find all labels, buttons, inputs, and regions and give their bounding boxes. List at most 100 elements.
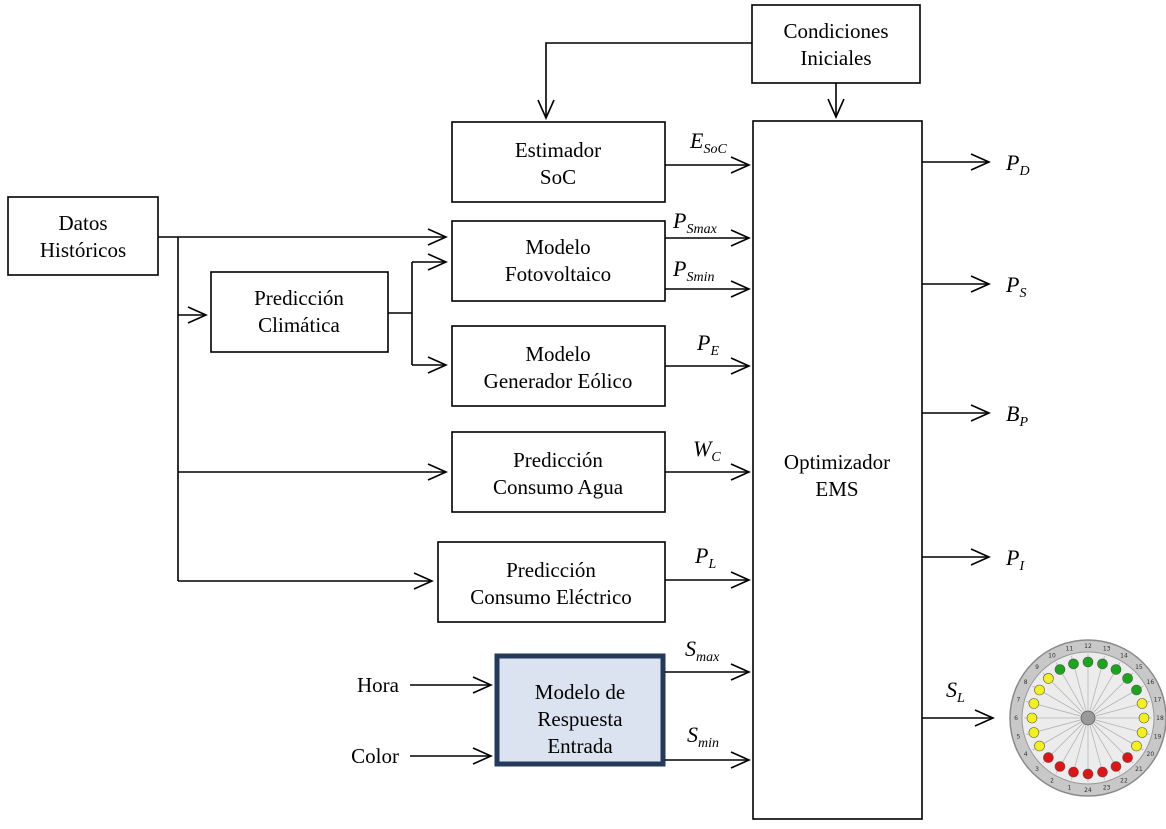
dial-hour-dot xyxy=(1131,740,1142,752)
signal-p-e: PE xyxy=(696,330,719,359)
optimizer-block: Optimizador EMS xyxy=(752,120,923,820)
wind-model-line2: Generador Eólico xyxy=(484,369,633,393)
wire-pe-to-optimizer xyxy=(665,357,751,375)
output-s-l: SL xyxy=(946,677,965,706)
dial-hour-dot xyxy=(1110,664,1122,675)
wire-psmin-to-optimizer xyxy=(665,280,751,298)
wire-smax-to-optimizer xyxy=(665,663,751,681)
dial-hour-dot xyxy=(1131,684,1142,696)
dial-hour-dot xyxy=(1026,712,1038,724)
soc-estimator-block: Estimador SoC xyxy=(451,121,666,203)
initial-conditions-line1: Condiciones xyxy=(784,19,889,43)
dial-hour-number: 2 xyxy=(1050,777,1054,784)
climate-prediction-block: Predicción Climática xyxy=(210,271,389,353)
response-model-line2: Respuesta xyxy=(537,707,623,731)
dial-hour-number: 20 xyxy=(1147,751,1155,758)
wind-model-block: Modelo Generador Eólico xyxy=(451,325,666,407)
electric-prediction-block: Predicción Consumo Eléctrico xyxy=(437,541,666,623)
initial-conditions-block: Condiciones Iniciales xyxy=(751,4,921,84)
dial-hour-number: 14 xyxy=(1120,653,1128,660)
signal-s-min: Smin xyxy=(687,722,719,751)
dial-hour-dot xyxy=(1043,752,1054,763)
output-p-s: PS xyxy=(1005,272,1026,301)
pv-model-block: Modelo Fotovoltaico xyxy=(451,220,666,302)
signal-p-smax: PSmax xyxy=(672,208,718,237)
dial-hour-number: 10 xyxy=(1048,653,1056,660)
dial-hour-dot xyxy=(1082,656,1094,668)
historical-data-block: Datos Históricos xyxy=(7,196,159,276)
initial-conditions-line2: Iniciales xyxy=(800,46,871,70)
dial-hour-dot xyxy=(1034,740,1045,752)
historical-data-line1: Datos xyxy=(59,211,108,235)
dial-hour-dot xyxy=(1136,698,1148,709)
hour-input-label: Hora xyxy=(357,673,400,697)
dial-hour-dot xyxy=(1138,712,1150,724)
climate-prediction-line2: Climática xyxy=(258,313,340,337)
dial-hour-number: 5 xyxy=(1017,734,1021,741)
response-model-block: Modelo de Respuesta Entrada xyxy=(494,653,666,767)
dial-hour-number: 6 xyxy=(1014,715,1018,722)
optimizer-line1: Optimizador xyxy=(784,450,890,474)
dial-hour-dot xyxy=(1043,673,1054,684)
climate-prediction-line1: Predicción xyxy=(254,286,344,310)
dial-hour-number: 3 xyxy=(1035,766,1039,773)
wire-output-pd xyxy=(922,153,991,171)
pv-model-line1: Modelo xyxy=(525,235,590,259)
dial-hour-number: 16 xyxy=(1147,679,1155,686)
wire-psmax-to-optimizer xyxy=(665,229,751,247)
wind-model-line1: Modelo xyxy=(525,342,590,366)
output-p-d: PD xyxy=(1005,150,1030,179)
dial-hour-dot xyxy=(1054,761,1066,772)
response-model-line3: Entrada xyxy=(547,734,613,758)
dial-hour-dot xyxy=(1097,766,1108,778)
output-p-i: PI xyxy=(1005,545,1025,574)
dial-hour-number: 21 xyxy=(1135,766,1143,773)
dial-hour-number: 24 xyxy=(1084,787,1092,794)
response-model-line1: Modelo de xyxy=(535,680,625,704)
signal-w-c: WC xyxy=(693,436,721,465)
wire-smin-to-optimizer xyxy=(665,751,751,769)
dial-hour-number: 23 xyxy=(1103,785,1111,792)
dial-hour-dot xyxy=(1136,727,1148,738)
dial-hour-dot xyxy=(1054,664,1066,675)
dial-hour-number: 11 xyxy=(1066,645,1074,652)
soc-estimator-line2: SoC xyxy=(540,165,576,189)
signal-p-l: PL xyxy=(694,543,716,572)
wire-pl-to-optimizer xyxy=(665,571,751,589)
wire-hour-input xyxy=(410,676,493,694)
soc-estimator-line1: Estimador xyxy=(515,138,601,162)
dial-hour-number: 15 xyxy=(1135,664,1143,671)
water-prediction-line1: Predicción xyxy=(513,448,603,472)
dial-hour-dot xyxy=(1034,684,1045,696)
wire-output-sl xyxy=(922,709,995,727)
dial-hour-dot xyxy=(1082,768,1094,780)
dial-hour-number: 18 xyxy=(1156,715,1164,722)
dial-hour-number: 7 xyxy=(1017,696,1021,703)
water-prediction-block: Predicción Consumo Agua xyxy=(451,431,666,513)
wire-climate-split xyxy=(388,253,448,374)
wire-output-pi xyxy=(922,548,991,566)
wire-initial-to-optimizer xyxy=(827,83,845,119)
wire-historical-trunk xyxy=(158,228,448,590)
dial-hour-number: 4 xyxy=(1024,751,1028,758)
dial-hour-number: 17 xyxy=(1154,696,1162,703)
historical-data-line2: Históricos xyxy=(40,238,126,262)
signal-s-max: Smax xyxy=(685,636,720,665)
dial-hour-number: 8 xyxy=(1024,679,1028,686)
wire-color-input xyxy=(410,747,493,765)
electric-prediction-line1: Predicción xyxy=(506,558,596,582)
optimizer-line2: EMS xyxy=(815,477,858,501)
electric-prediction-line2: Consumo Eléctrico xyxy=(470,585,632,609)
dial-hour-dot xyxy=(1028,698,1040,709)
pv-model-line2: Fotovoltaico xyxy=(505,262,611,286)
dial-hour-dot xyxy=(1122,673,1133,684)
dial-hour-number: 9 xyxy=(1035,664,1039,671)
dial-hour-number: 1 xyxy=(1067,785,1071,792)
dial-hour-dot xyxy=(1097,658,1108,670)
dial-hub xyxy=(1080,710,1096,726)
dial-hour-number: 19 xyxy=(1154,734,1162,741)
dial-hour-dot xyxy=(1110,761,1122,772)
signal-p-smin: PSmin xyxy=(672,256,714,285)
